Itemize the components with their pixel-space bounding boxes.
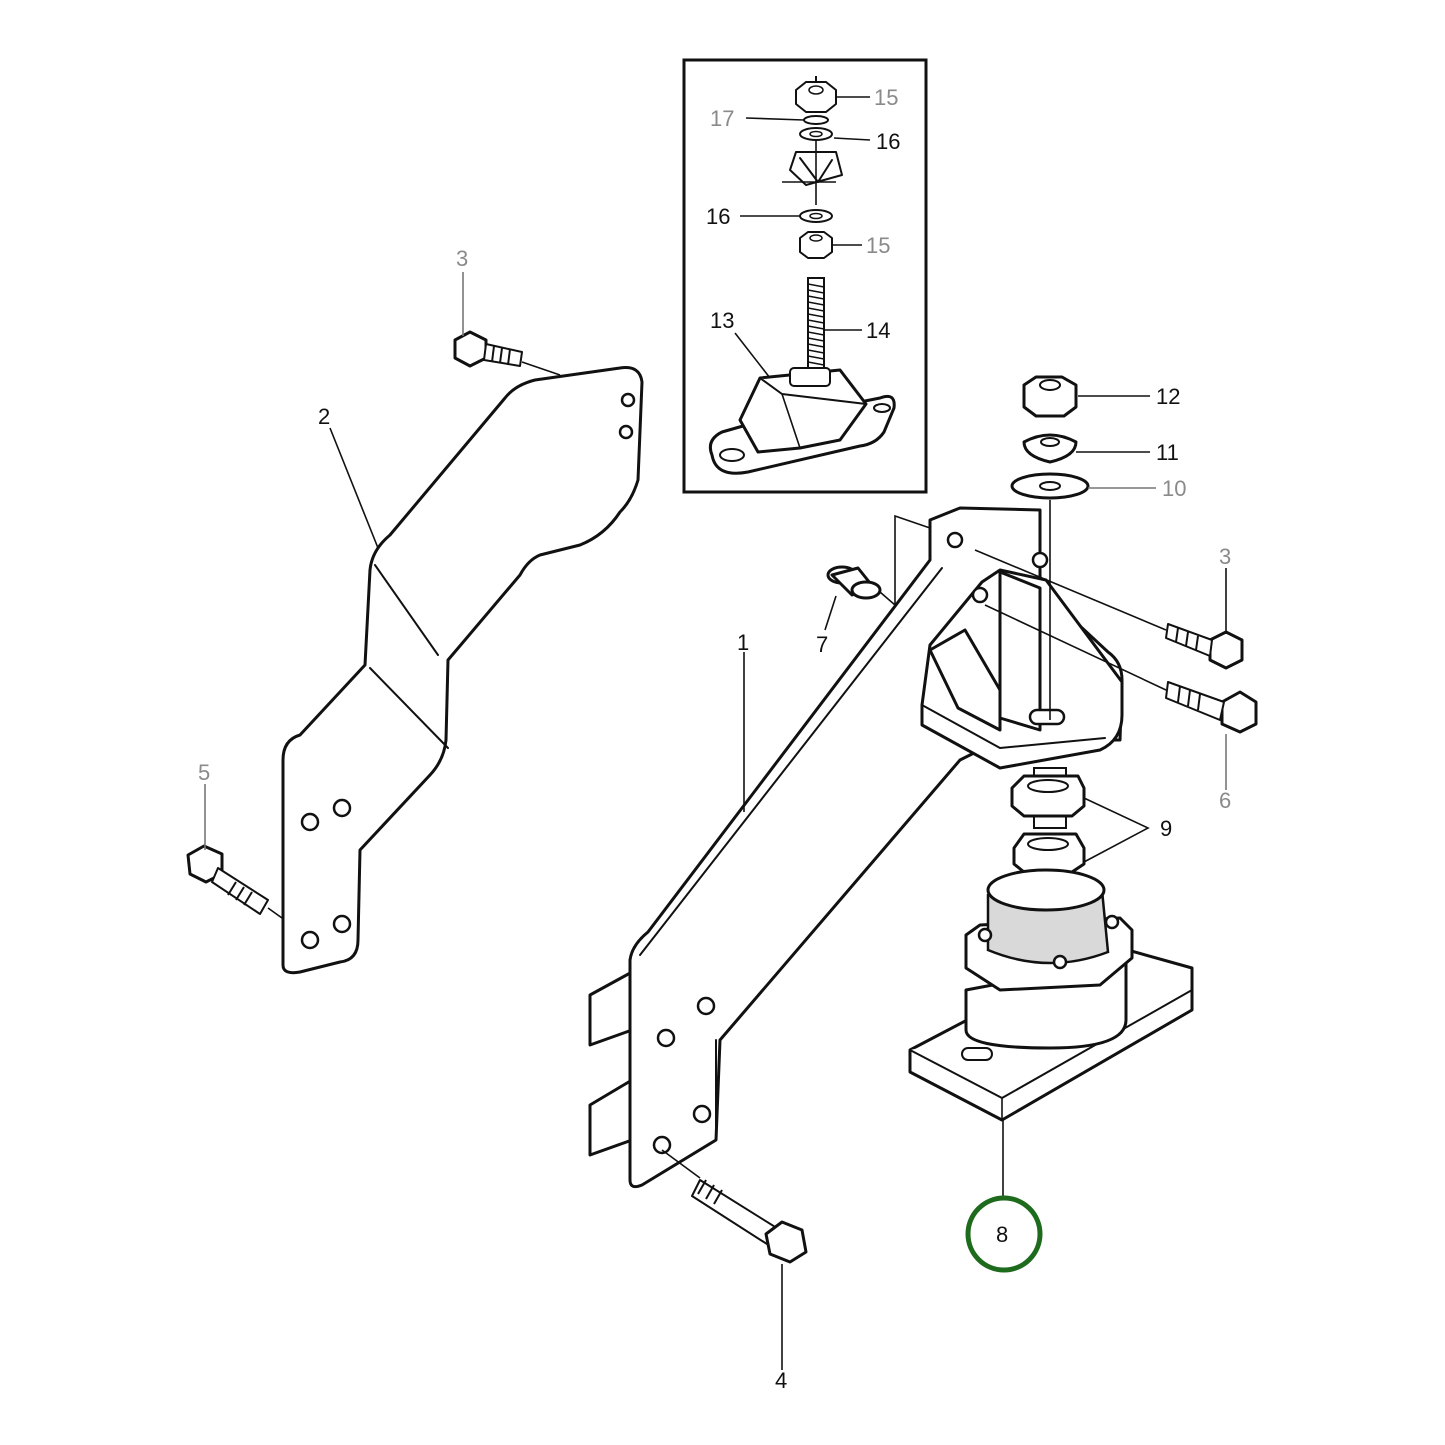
inset-washer-17 — [803, 115, 829, 125]
callout-3-left: 3 — [456, 246, 468, 271]
callout-10: 10 — [1162, 476, 1186, 501]
bolt-5 — [186, 844, 283, 919]
nut-12 — [1022, 375, 1078, 418]
callout-15-lower: 15 — [866, 233, 890, 258]
callout-16-lower: 16 — [706, 204, 730, 229]
callout-15-top: 15 — [874, 85, 898, 110]
spacer-7 — [826, 565, 896, 606]
inset-nut-lower — [799, 231, 833, 259]
callout-13: 13 — [710, 308, 734, 333]
callout-7: 7 — [816, 632, 828, 657]
bolt-3-right — [974, 549, 1244, 670]
bracket-2 — [281, 366, 644, 975]
inset-rubber-mount — [708, 367, 896, 475]
callout-1: 1 — [737, 630, 749, 655]
leader-lines — [204, 96, 1227, 1370]
callout-3-right: 3 — [1219, 544, 1231, 569]
callout-17: 17 — [710, 106, 734, 131]
bolt-6 — [984, 604, 1258, 734]
bolt-4 — [661, 1149, 808, 1264]
callout-4: 4 — [775, 1368, 787, 1393]
callout-5: 5 — [198, 760, 210, 785]
inset-threaded-stud — [807, 277, 825, 373]
callout-labels: 1 2 3 3 4 5 6 7 9 10 11 12 13 14 15 15 1… — [198, 85, 1231, 1393]
inset-nut-top — [795, 76, 837, 113]
frame-1 — [588, 506, 1124, 1189]
mount-8 — [908, 868, 1194, 1208]
callout-11: 11 — [1156, 440, 1179, 465]
bolt-3-left — [453, 330, 561, 376]
washer-10 — [1010, 472, 1090, 500]
callout-9: 9 — [1160, 816, 1172, 841]
callout-12: 12 — [1156, 384, 1180, 409]
callout-6: 6 — [1219, 788, 1231, 813]
callout-2: 2 — [318, 404, 330, 429]
callout-8: 8 — [996, 1222, 1008, 1247]
callout-14: 14 — [866, 318, 890, 343]
callout-16-top: 16 — [876, 129, 900, 154]
washer-11 — [1022, 433, 1078, 464]
inset-bracket-fragment — [782, 140, 843, 205]
inset-detail-box — [682, 58, 928, 494]
highlight-callout-8[interactable]: 8 — [965, 1195, 1043, 1273]
